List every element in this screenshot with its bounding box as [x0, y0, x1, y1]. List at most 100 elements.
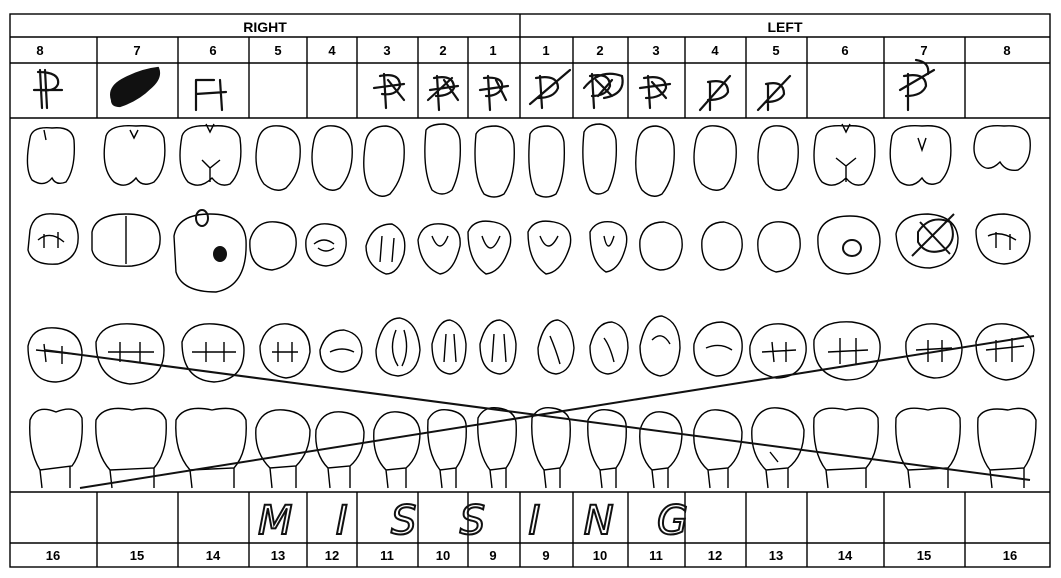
circle-mark [843, 240, 861, 256]
tooth-outline [320, 330, 362, 372]
tooth-outline [814, 408, 879, 488]
tooth-outline [475, 126, 514, 197]
tooth-outline [814, 322, 880, 380]
tooth-outline [27, 128, 74, 184]
chart-grid [10, 14, 1050, 567]
handwritten-mark [530, 70, 570, 108]
tooth-outline [28, 214, 78, 264]
tooth-outline [694, 410, 742, 488]
lower-number: 10 [436, 548, 450, 563]
handwritten-mark [428, 76, 458, 110]
upper-number: 1 [542, 43, 549, 58]
upper-number: 3 [383, 43, 390, 58]
lower-number: 14 [206, 548, 221, 563]
upper-number: 3 [652, 43, 659, 58]
lower-number: 10 [593, 548, 607, 563]
upper-number: 8 [36, 43, 43, 58]
tooth-outline [583, 124, 616, 194]
tooth-outline [256, 410, 310, 488]
lower-number: 11 [380, 548, 394, 563]
tooth-outline [425, 124, 460, 194]
handwritten-mark [374, 74, 404, 108]
tooth-outline [432, 320, 466, 374]
tooth-outline [306, 224, 346, 266]
tooth-outline [364, 126, 404, 196]
lower-number: 13 [271, 548, 285, 563]
tooth-outline [174, 214, 246, 292]
tooth-outline [529, 126, 564, 197]
tooth-outline [636, 126, 675, 196]
tooth-outline [976, 214, 1030, 264]
tooth-outline [590, 322, 628, 374]
lower-number: 11 [649, 548, 663, 563]
tooth-row-lower-buccal [30, 408, 1036, 488]
handwritten-mark [700, 76, 730, 110]
lower-number: 9 [542, 548, 549, 563]
tooth-outline [104, 126, 165, 185]
tooth-outline [758, 222, 800, 272]
lower-number: 16 [1003, 548, 1017, 563]
tooth-outline [374, 412, 420, 488]
left-side-label: LEFT [768, 19, 803, 35]
handwritten-mark [900, 60, 934, 110]
tooth-outlines [27, 124, 1036, 488]
tooth-outline [590, 222, 627, 272]
handwritten-mark [584, 74, 623, 108]
upper-number: 6 [841, 43, 848, 58]
handwritten-mark [640, 76, 670, 108]
tooth-outline [538, 320, 574, 374]
upper-number: 6 [209, 43, 216, 58]
upper-number: 7 [133, 43, 140, 58]
upper-number: 2 [439, 43, 446, 58]
tooth-outline [480, 320, 516, 374]
tooth-outline [92, 214, 160, 266]
circle-mark [196, 210, 208, 226]
tooth-outline [758, 126, 798, 190]
filled-scribble-mark [111, 68, 159, 106]
tooth-outline [468, 221, 511, 274]
tooth-outline [976, 324, 1034, 380]
lower-number: 13 [769, 548, 783, 563]
lower-number: 16 [46, 548, 60, 563]
tooth-outline [818, 216, 880, 274]
tooth-outline [702, 222, 742, 270]
tooth-outline [814, 124, 875, 185]
lower-number: 14 [838, 548, 853, 563]
tooth-outline [896, 408, 961, 488]
lower-number: 15 [917, 548, 931, 563]
upper-number: 8 [1003, 43, 1010, 58]
tooth-outline [418, 224, 460, 274]
tooth-outline [96, 324, 164, 384]
tooth-outline [528, 221, 571, 274]
upper-number: 4 [711, 43, 719, 58]
lower-number: 9 [489, 548, 496, 563]
dental-markings [196, 210, 954, 261]
missing-label: M I S S I N G [258, 498, 698, 544]
tooth-outline [532, 408, 571, 488]
tooth-outline [250, 222, 296, 270]
tooth-outline [376, 318, 420, 376]
tooth-outline [752, 408, 804, 488]
handwritten-mark [34, 70, 62, 108]
upper-number: 5 [772, 43, 779, 58]
lower-number-row: 16 15 14 13 12 11 10 9 9 10 11 12 13 14 … [46, 548, 1017, 563]
tooth-outline [428, 410, 467, 488]
handwritten-mark [196, 80, 226, 110]
tooth-outline [366, 224, 405, 274]
filled-dot-mark [214, 247, 226, 261]
tooth-row-upper-buccal [27, 124, 1030, 197]
upper-number: 7 [920, 43, 927, 58]
tooth-outline [256, 126, 300, 190]
tooth-outline [974, 126, 1030, 171]
lower-number: 15 [130, 548, 144, 563]
tooth-outline [640, 316, 680, 376]
tooth-outline [640, 222, 682, 270]
tooth-row-upper-occlusal [28, 214, 1030, 292]
tooth-outline [312, 126, 352, 190]
tooth-outline [694, 322, 742, 376]
upper-number-row: 8 7 6 5 4 3 2 1 1 2 3 4 5 6 7 8 [36, 43, 1010, 58]
upper-number: 4 [328, 43, 336, 58]
upper-annotation-marks [34, 60, 934, 110]
diagonal-stroke [80, 336, 1034, 488]
